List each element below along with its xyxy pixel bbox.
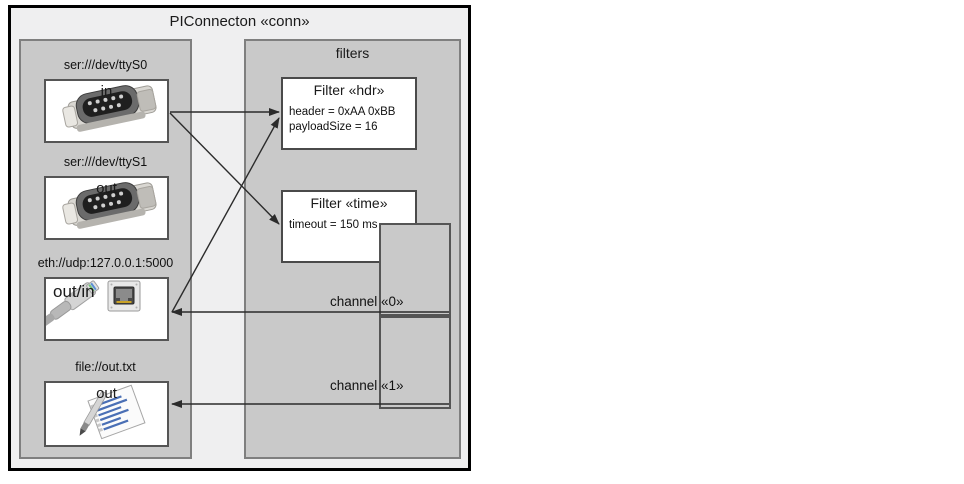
filter-property: timeout = 150 ms: [289, 219, 378, 231]
channel-box-1[interactable]: [379, 316, 451, 409]
device-caption-file: file://out.txt: [75, 360, 136, 374]
page-title: PIConnecton «conn»: [169, 12, 310, 30]
device-tile-ttys1[interactable]: out: [44, 176, 169, 240]
device-caption-ttys1: ser:///dev/ttyS1: [63, 155, 148, 169]
device-caption-eth: eth://udp:127.0.0.1:5000: [37, 256, 174, 270]
filter-property: header = 0xAA 0xBB: [289, 106, 396, 118]
config-section: Config section: [conn] device.0 = ser://…: [482, 0, 962, 484]
channel-box-0[interactable]: [379, 223, 451, 316]
device-tile-label: out/in: [53, 282, 95, 301]
filters-group-title: filters: [335, 45, 370, 61]
channel-label-0: channel «0»: [330, 294, 404, 309]
device-tile-ttys0[interactable]: in: [44, 79, 169, 143]
device-tile-label: in: [100, 83, 113, 100]
filter-property: payloadSize = 16: [289, 121, 378, 133]
text-document-icon: [79, 384, 146, 440]
channel-label-1: channel «1»: [330, 378, 404, 393]
device-tile-label: out: [96, 180, 117, 197]
filter-title: Filter «hdr»: [313, 82, 385, 98]
filter-box-hdr[interactable]: Filter «hdr» header = 0xAA 0xBB payloadS…: [281, 77, 417, 150]
device-tile-label: out: [96, 385, 117, 402]
filter-title: Filter «time»: [310, 195, 388, 211]
device-tile-eth[interactable]: out/in: [44, 277, 169, 341]
serial-port-icon: [62, 182, 157, 229]
device-caption-ttys0: ser:///dev/ttyS0: [63, 58, 148, 72]
device-tile-file[interactable]: out: [44, 381, 169, 447]
serial-port-icon: [62, 85, 157, 132]
ethernet-jack-icon: [46, 280, 141, 328]
filter-properties: header = 0xAA 0xBB payloadSize = 16: [289, 105, 415, 135]
filter-properties: timeout = 150 ms: [289, 218, 415, 233]
